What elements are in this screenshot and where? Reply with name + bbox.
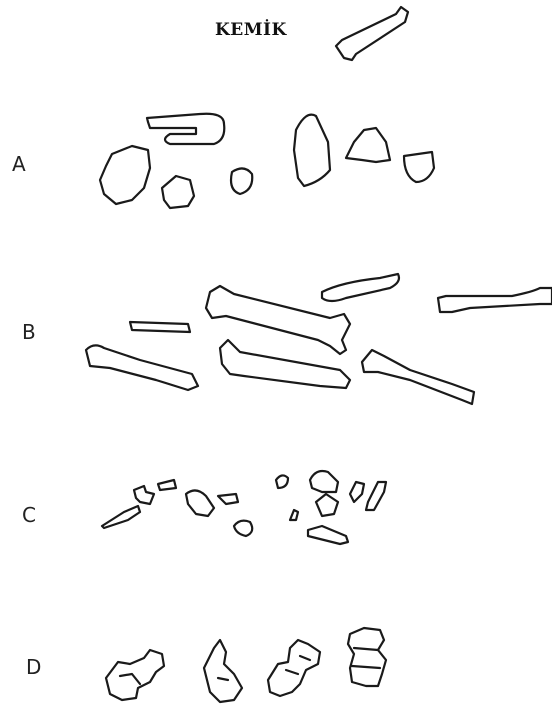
row-d-bones-icon xyxy=(106,628,386,702)
row-b-bones-icon xyxy=(86,274,552,404)
row-a-bones-icon xyxy=(100,114,434,208)
header-bone-icon xyxy=(336,7,408,60)
row-c-bones-icon xyxy=(102,471,386,544)
